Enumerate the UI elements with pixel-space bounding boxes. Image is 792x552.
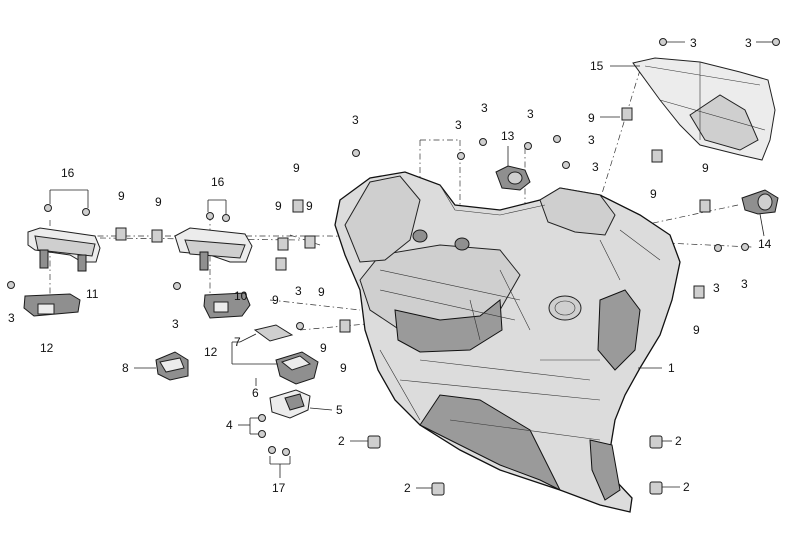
clip-nuts-9 bbox=[115, 107, 711, 333]
callout-9: 9 bbox=[340, 361, 347, 375]
screws bbox=[7, 38, 780, 456]
callout-9: 9 bbox=[702, 161, 709, 175]
callout-labels: 15 3 3 9 9 3 13 3 3 3 3 9 9 9 14 3 3 3 9… bbox=[8, 36, 772, 495]
part-12-center bbox=[203, 292, 251, 319]
callout-9: 9 bbox=[588, 111, 595, 125]
callout-2: 2 bbox=[675, 434, 682, 448]
callout-10: 10 bbox=[234, 289, 248, 303]
callout-9: 9 bbox=[650, 187, 657, 201]
callout-3: 3 bbox=[295, 284, 302, 298]
callout-9: 9 bbox=[118, 189, 125, 203]
callout-1: 1 bbox=[668, 361, 675, 375]
callout-9: 9 bbox=[272, 293, 279, 307]
part-14-socket bbox=[741, 189, 779, 215]
callout-3: 3 bbox=[592, 160, 599, 174]
callout-3: 3 bbox=[8, 311, 15, 325]
part-15-cover bbox=[632, 57, 776, 161]
part-11-bracket bbox=[27, 227, 101, 272]
callout-3: 3 bbox=[172, 317, 179, 331]
callout-16: 16 bbox=[61, 166, 75, 180]
callout-3: 3 bbox=[713, 281, 720, 295]
leader-lines bbox=[49, 41, 772, 489]
callout-9: 9 bbox=[293, 161, 300, 175]
part-5-bracket bbox=[269, 389, 311, 419]
callout-11: 11 bbox=[86, 287, 99, 301]
callout-3: 3 bbox=[741, 277, 748, 291]
callout-9: 9 bbox=[320, 341, 327, 355]
part-8-block bbox=[155, 351, 189, 381]
callout-13: 13 bbox=[501, 129, 515, 143]
callout-3: 3 bbox=[690, 36, 697, 50]
callout-3: 3 bbox=[588, 133, 595, 147]
callout-3: 3 bbox=[527, 107, 534, 121]
callout-9: 9 bbox=[155, 195, 162, 209]
part-10-bracket bbox=[174, 227, 253, 271]
callout-9: 9 bbox=[275, 199, 282, 213]
callout-6: 6 bbox=[252, 386, 259, 400]
callout-12: 12 bbox=[40, 341, 54, 355]
callout-3: 3 bbox=[745, 36, 752, 50]
part-12-left bbox=[23, 293, 81, 317]
callout-2: 2 bbox=[683, 480, 690, 494]
callout-9: 9 bbox=[693, 323, 700, 337]
callout-14: 14 bbox=[758, 237, 772, 251]
callout-12: 12 bbox=[204, 345, 218, 359]
callout-9: 9 bbox=[306, 199, 313, 213]
callout-4: 4 bbox=[226, 418, 233, 432]
callout-2: 2 bbox=[404, 481, 411, 495]
part-6-block bbox=[275, 351, 319, 385]
callout-15: 15 bbox=[590, 59, 604, 73]
main-inner-panel bbox=[334, 171, 681, 513]
callout-9: 9 bbox=[318, 285, 325, 299]
callout-7: 7 bbox=[234, 335, 241, 349]
callout-3: 3 bbox=[352, 113, 359, 127]
part-13-socket bbox=[495, 165, 531, 191]
callout-3: 3 bbox=[455, 118, 462, 132]
clips-2 bbox=[367, 435, 663, 496]
callout-5: 5 bbox=[336, 403, 343, 417]
callout-2: 2 bbox=[338, 434, 345, 448]
callout-8: 8 bbox=[122, 361, 129, 375]
callout-17: 17 bbox=[272, 481, 286, 495]
callout-3: 3 bbox=[481, 101, 488, 115]
callout-16: 16 bbox=[211, 175, 225, 189]
part-7-pad bbox=[253, 324, 294, 342]
